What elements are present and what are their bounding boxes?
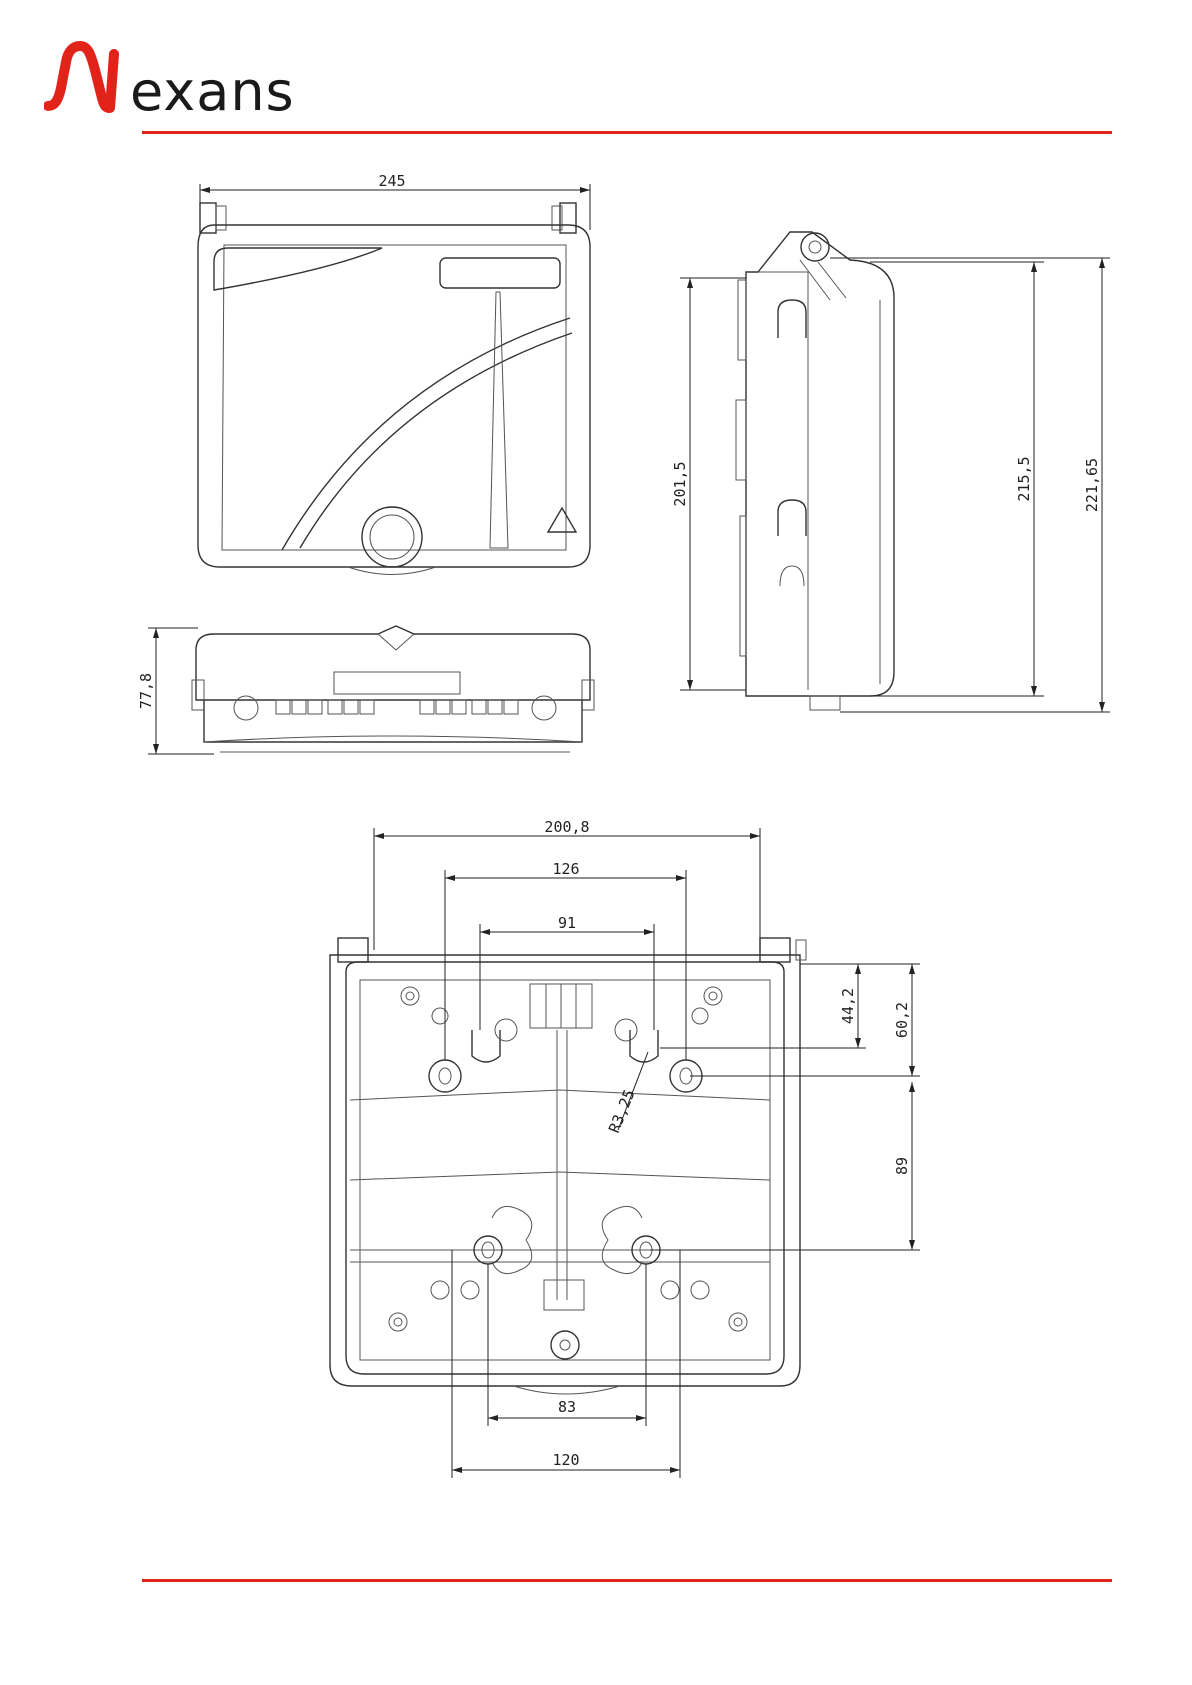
dim-120: 120 (552, 1451, 579, 1469)
dim-201-5: 201,5 (671, 461, 689, 506)
rear-view: 200,8 126 91 44,2 (330, 818, 920, 1478)
dim-89: 89 (893, 1157, 911, 1175)
dim-245: 245 (378, 172, 405, 190)
dim-200-8: 200,8 (544, 818, 589, 836)
bottom-view: 77,8 (137, 626, 594, 754)
dim-215-5: 215,5 (1015, 456, 1033, 501)
dim-60-2: 60,2 (893, 1002, 911, 1038)
dim-221-65: 221,65 (1083, 458, 1101, 512)
dim-91: 91 (558, 914, 576, 932)
dim-83: 83 (558, 1398, 576, 1416)
dim-r3-25: R3,25 (605, 1087, 639, 1136)
side-view: 201,5 215,5 221,65 (671, 232, 1110, 712)
front-view: 245 (198, 172, 590, 575)
dim-44-2: 44,2 (839, 988, 857, 1024)
dim-77-8: 77,8 (137, 673, 155, 709)
dim-126: 126 (552, 860, 579, 878)
